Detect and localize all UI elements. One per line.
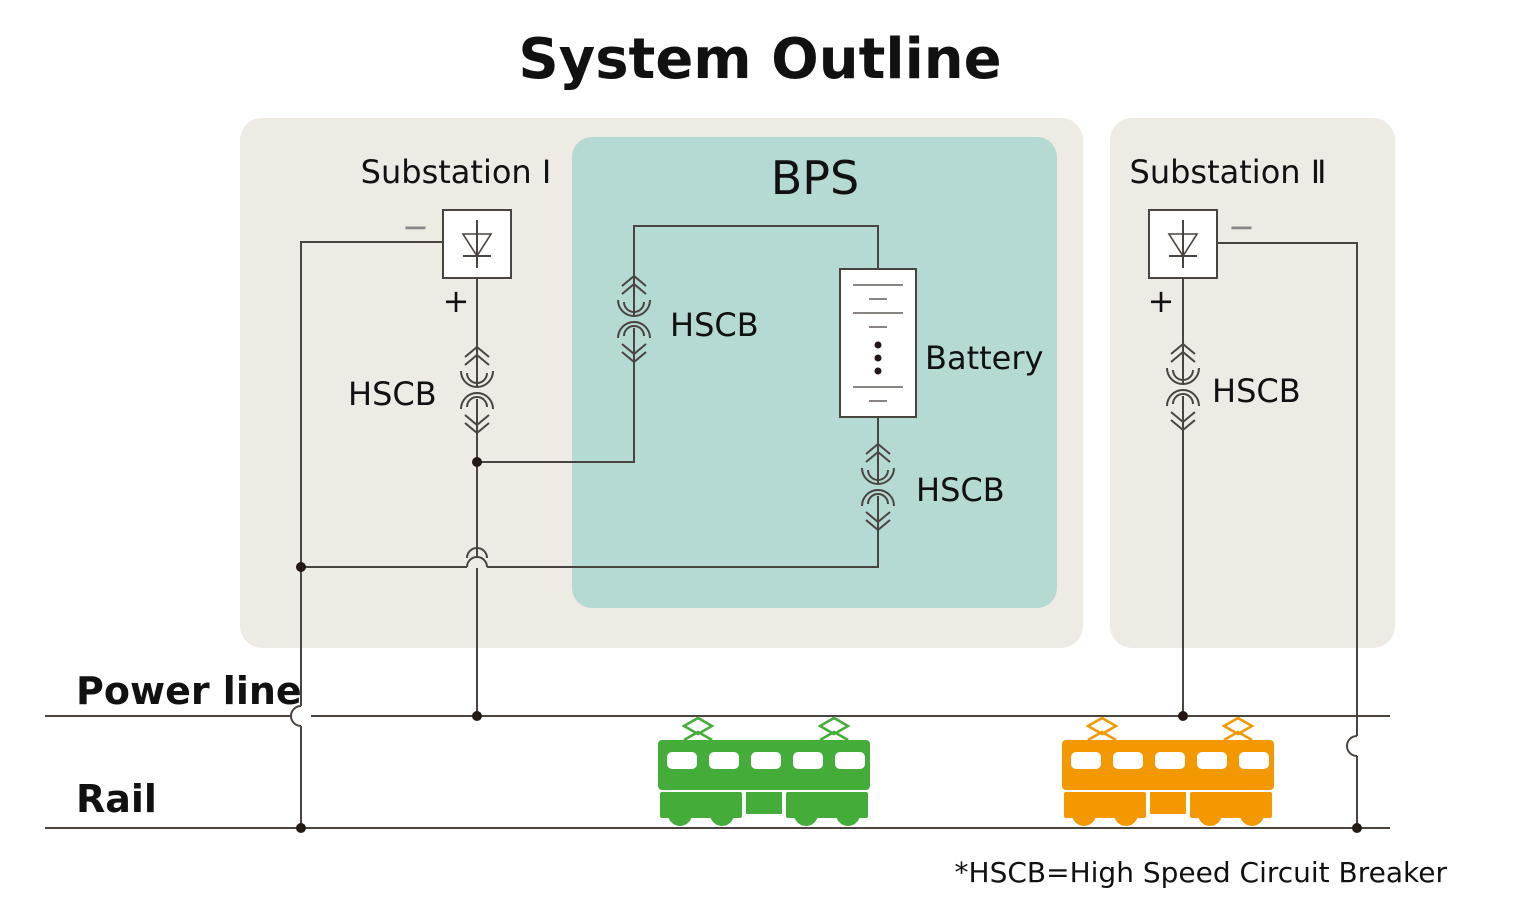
junction-dot [1352,823,1362,833]
substation1-hscb-label: HSCB [348,375,437,413]
train-window [709,752,739,769]
substation2-plus: + [1148,282,1175,320]
train-window [835,752,865,769]
substation2-rectifier-icon [1148,209,1218,279]
page-title: System Outline [518,27,1001,92]
train-coupler [746,792,782,814]
pantograph [1221,716,1255,736]
bps-panel [572,137,1057,608]
junction-dot [1178,711,1188,721]
pantograph [1085,716,1119,736]
train-window [1239,752,1269,769]
pantograph [817,716,851,736]
footnote: *HSCB=High Speed Circuit Breaker [955,856,1448,889]
train-wheel [1072,802,1096,826]
train-wheel [1198,802,1222,826]
substation1-minus: − [402,208,429,246]
substation2-label: Substation Ⅱ [1130,153,1327,191]
train-wheel [1240,802,1264,826]
train-coupler [1150,792,1186,814]
substation1-rectifier-icon [442,209,512,279]
substation1-plus: + [443,282,470,320]
junction-dot [472,711,482,721]
train-wheel [710,802,734,826]
train-wheel [1114,802,1138,826]
bps-bottom-hscb-label: HSCB [916,471,1005,509]
substation1-label: Substation Ⅰ [361,153,552,191]
orange-train-icon [1062,716,1274,826]
train-window [667,752,697,769]
substation1-circuit [290,241,879,828]
green-train-icon [658,716,870,826]
bps-circuit [633,225,879,440]
crossover-hop [466,547,488,559]
train-window [751,752,781,769]
battery-icon [839,268,917,418]
junction-dot [472,457,482,467]
substation2-hscb-label: HSCB [1212,372,1301,410]
power-line-label: Power line [76,669,302,713]
bps-left-hscb-label: HSCB [670,306,759,344]
substation1-negative-wire [300,241,443,706]
pantograph [681,716,715,736]
train-wheel [836,802,860,826]
train-window [793,752,823,769]
train-window [1113,752,1143,769]
train-wheel [794,802,818,826]
train-window [1155,752,1185,769]
bps-label: BPS [771,151,860,205]
battery-label: Battery [925,339,1043,377]
junction-dot [296,823,306,833]
substation2-minus: − [1228,208,1255,246]
rail-label: Rail [76,777,157,821]
junction-dot [296,562,306,572]
substation2-circuit [1182,242,1358,828]
train-window [1071,752,1101,769]
train-window [1197,752,1227,769]
train-wheel [668,802,692,826]
